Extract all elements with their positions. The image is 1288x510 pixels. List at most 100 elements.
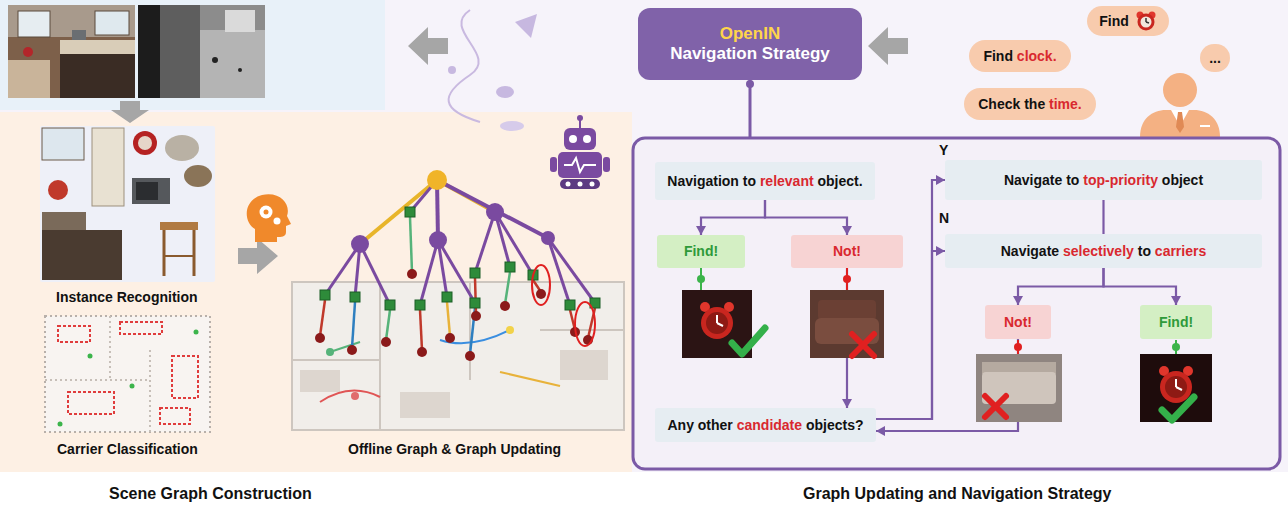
instance-collage [42, 230, 122, 280]
scene-graph [386, 310, 390, 340]
text-word: Any [667, 417, 693, 433]
panel-link [749, 80, 752, 138]
connector [1013, 268, 1104, 305]
scene-graph [292, 282, 624, 430]
depth-image [212, 57, 218, 63]
caption-label: Instance Recognition [56, 289, 198, 306]
scene-graph [400, 392, 450, 418]
panel-link [746, 80, 754, 88]
point-cloud [68, 392, 114, 414]
brain-icon [247, 194, 291, 242]
person-icon [1200, 125, 1210, 127]
text-word: other [698, 417, 733, 433]
scene-graph [429, 231, 447, 249]
decoration [515, 14, 537, 38]
result-box: Not! [985, 305, 1051, 339]
instance-collage [133, 131, 157, 155]
edge-label: N [937, 210, 951, 227]
scene-graph [548, 238, 595, 303]
region-backgrounds [0, 0, 1288, 472]
text-word: time. [1049, 96, 1082, 112]
missed-photo [976, 354, 1062, 422]
found-photo [706, 312, 728, 334]
scene-graph [420, 310, 422, 350]
depth-image [138, 5, 265, 98]
node-text: Navigation Strategy [670, 44, 830, 64]
arrow-head [936, 246, 945, 256]
point-cloud [172, 356, 198, 398]
robot-icon [558, 152, 602, 178]
brain-icon [247, 194, 291, 242]
person-icon [1140, 73, 1220, 137]
robot-icon [560, 179, 600, 189]
rgb-photo [95, 11, 129, 35]
found-photo [682, 290, 752, 358]
instance-collage [164, 255, 194, 257]
text-word: Navigate [1004, 172, 1062, 188]
connector [1104, 268, 1182, 305]
scene-graph [442, 292, 452, 302]
decoration [449, 10, 480, 122]
speech-bubble: ... [1200, 44, 1230, 72]
scene-graph [351, 235, 369, 253]
scene-graph [300, 370, 340, 392]
scene-graph [500, 301, 510, 311]
scene-graph [470, 268, 480, 278]
rgb-photo [23, 47, 33, 57]
found-photo [1175, 379, 1177, 387]
scene-graph [470, 298, 480, 308]
scene-graph [315, 269, 593, 361]
text-word: the [1024, 96, 1045, 112]
found-photo [701, 307, 733, 339]
panel-link [746, 80, 754, 138]
missed-photo [843, 275, 851, 283]
scene-graph [360, 244, 390, 305]
instance-collage [165, 135, 199, 161]
found-photo [732, 328, 765, 354]
arrow-head [1171, 296, 1181, 305]
rgb-photo [8, 5, 135, 98]
scene-graph [320, 391, 380, 402]
robot-icon [564, 128, 596, 150]
found-photo [1165, 376, 1187, 398]
flow-arrow [408, 27, 448, 65]
found-photo [1140, 354, 1212, 422]
process-box: Navigation to relevant object. [655, 162, 875, 200]
scene-graph [438, 240, 475, 303]
scene-graph [320, 290, 330, 300]
section-title: Scene Graph Construction [109, 484, 312, 503]
depth-image [200, 30, 265, 98]
clock-icon [1146, 22, 1149, 23]
text-word: Navigation [667, 173, 739, 189]
node-text: Navigation to relevant object. [667, 173, 862, 190]
caption-label: Carrier Classification [57, 441, 198, 458]
instance-collage [40, 126, 215, 282]
scene-graph [548, 238, 570, 305]
connector [765, 200, 852, 235]
flow-arrow [111, 101, 149, 123]
node-text: Find [1099, 13, 1129, 30]
found-photo [1172, 343, 1180, 351]
robot-icon [603, 157, 610, 172]
result-box: Find! [1140, 305, 1212, 339]
scene-graph [495, 212, 533, 275]
text-word: Navigate [1001, 243, 1059, 259]
strategy-box: OpenINNavigation Strategy [638, 8, 862, 80]
scene-graph [410, 217, 412, 272]
text-word: to [1066, 172, 1079, 188]
connector [1018, 268, 1104, 305]
robot-icon [566, 182, 571, 187]
depth-image [225, 10, 255, 32]
arrow-head [842, 399, 852, 408]
scene-graph [465, 351, 475, 361]
scene-graph [351, 392, 359, 400]
robot-icon [577, 115, 583, 121]
instance-collage [163, 230, 166, 276]
scene-graph [427, 170, 447, 190]
scene-graph [320, 217, 595, 354]
decoration [448, 10, 537, 131]
connector [1102, 200, 1104, 234]
arrow-head [1013, 296, 1023, 305]
scene-graph [350, 292, 360, 302]
